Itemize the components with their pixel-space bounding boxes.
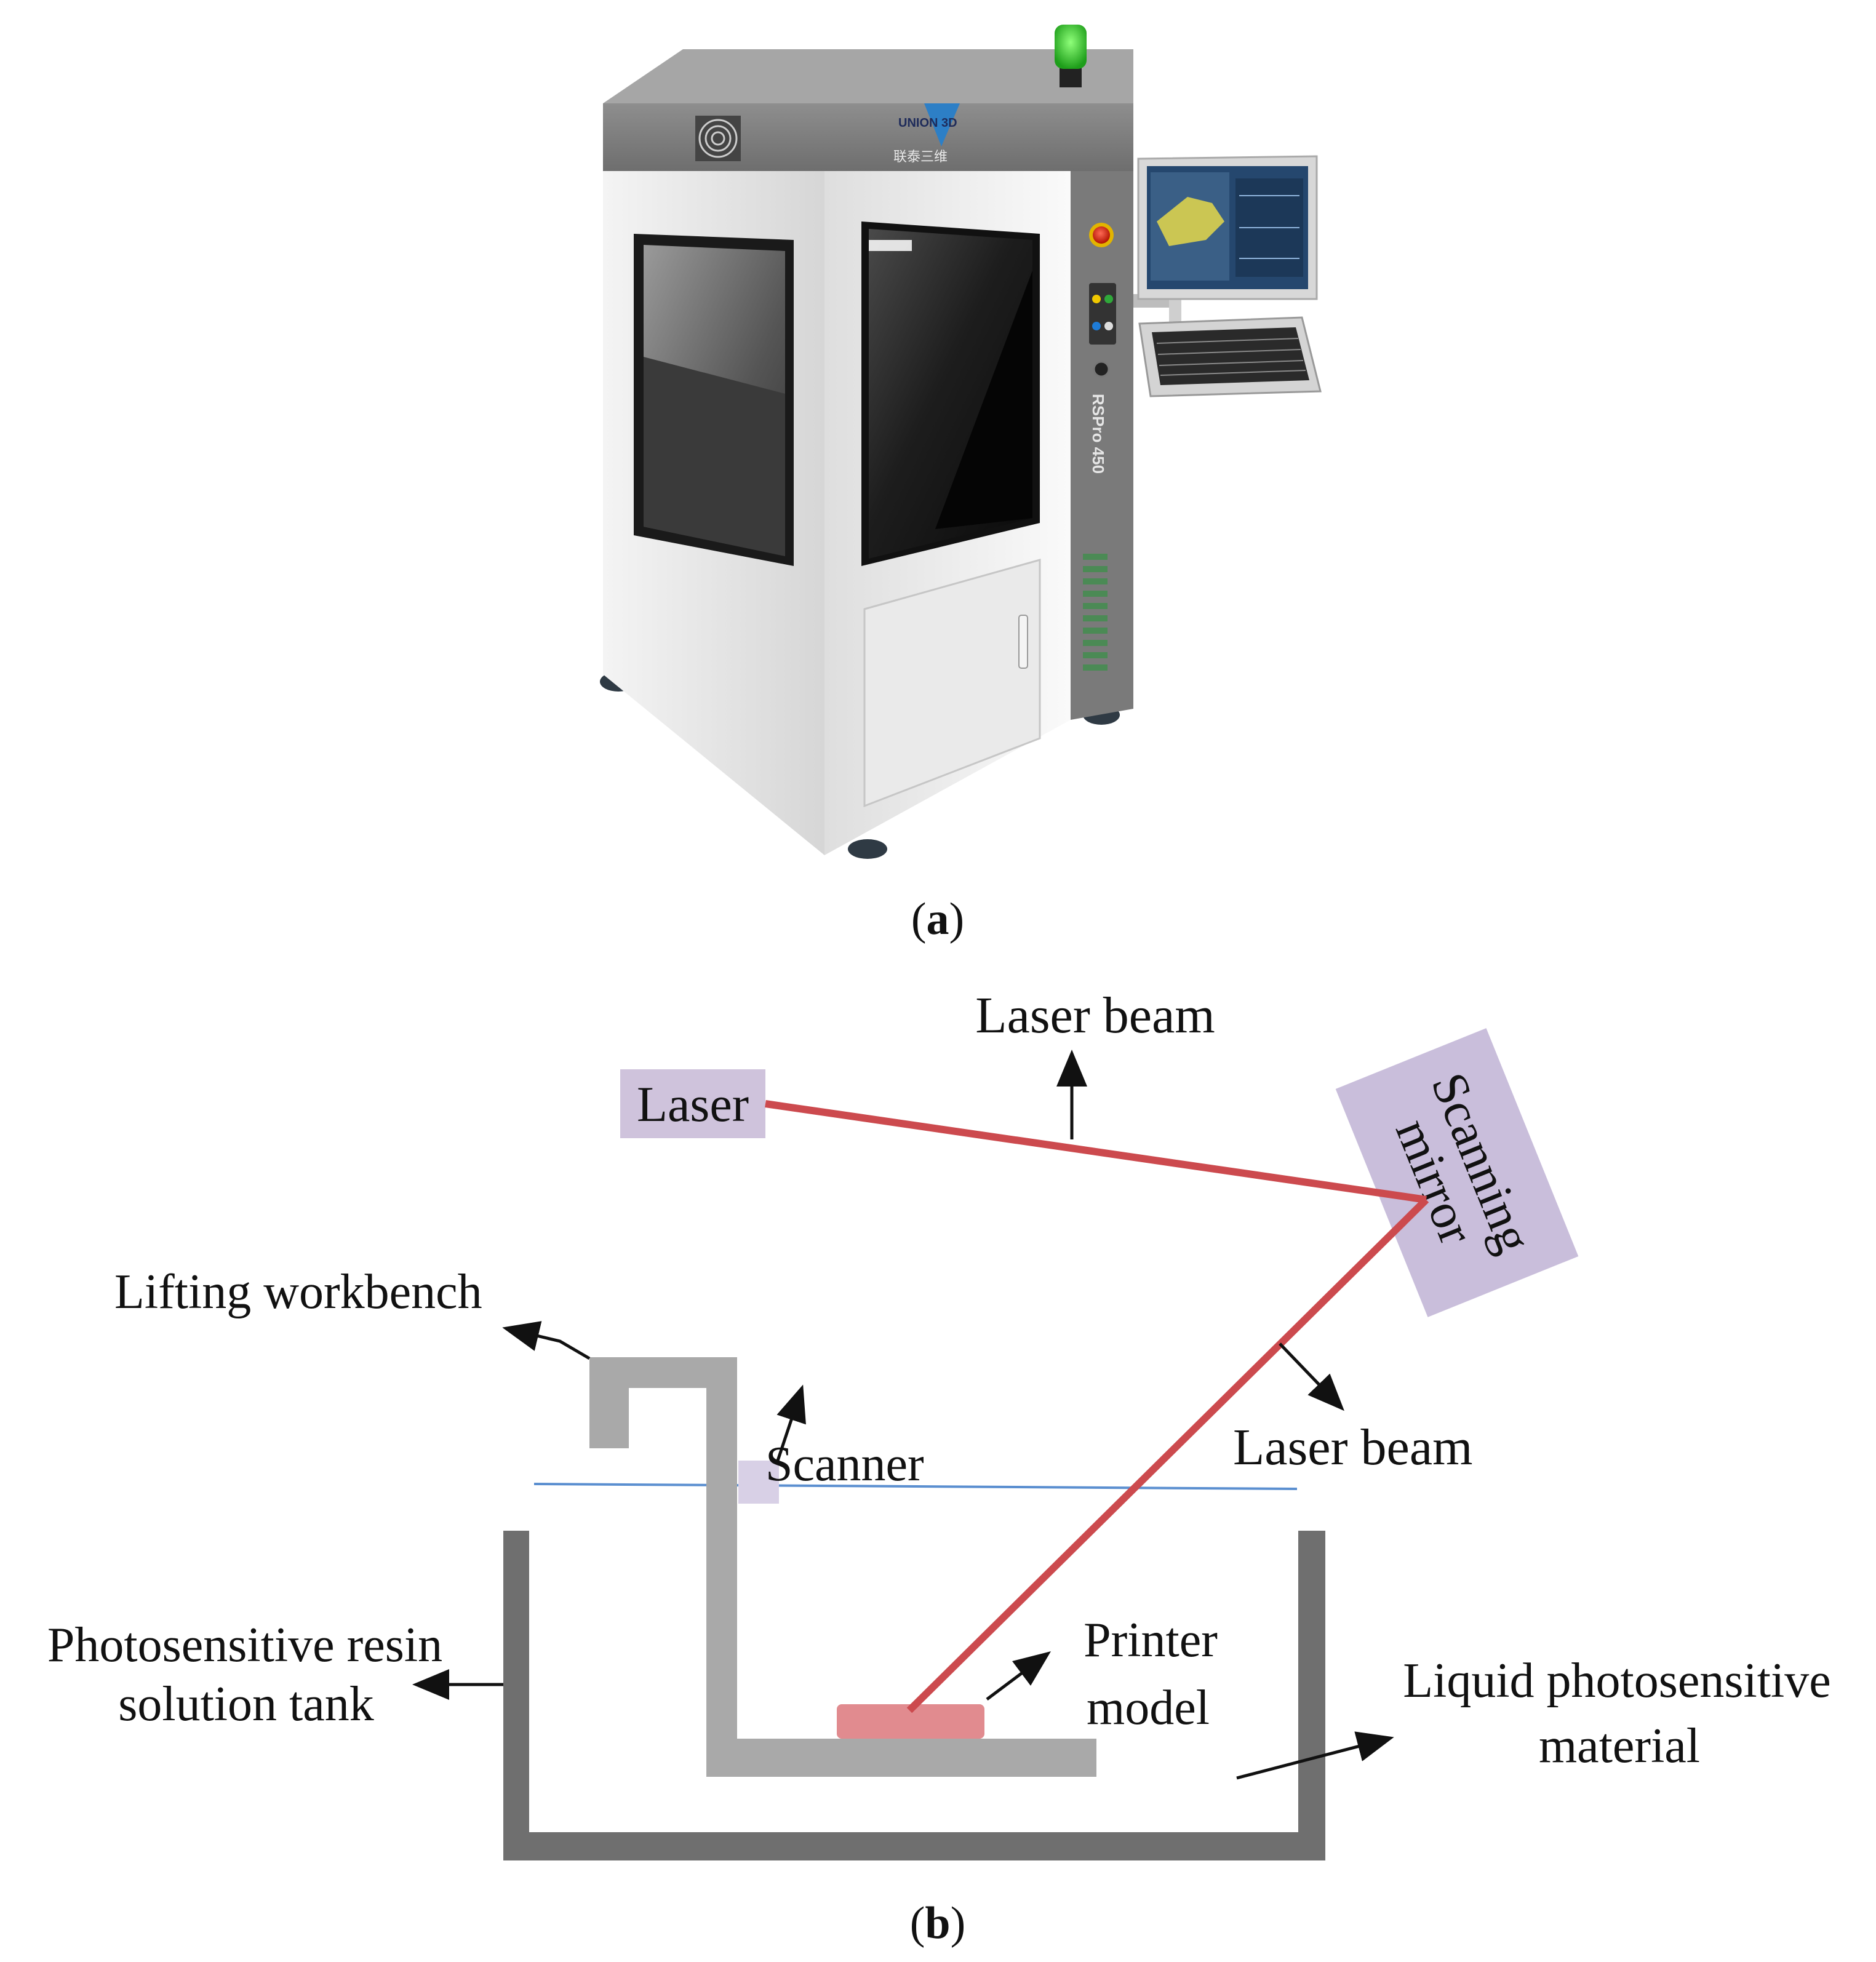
brand-logo: UNION 3D 联泰三维	[893, 103, 960, 164]
door-handle[interactable]	[1018, 615, 1028, 669]
laser-label: Laser	[637, 1076, 749, 1132]
scanner-block	[738, 1461, 779, 1504]
printer-model-block	[837, 1704, 984, 1739]
emergency-stop-button[interactable]	[1093, 226, 1110, 244]
liquid-label-line2: material	[1539, 1719, 1700, 1773]
sla-schematic: Laser Scanning mirror Laser beam Lifting…	[47, 987, 1831, 1860]
button-panel	[1089, 283, 1116, 345]
tank-label-line2: solution tank	[118, 1677, 374, 1731]
indicator-green-icon[interactable]	[1104, 295, 1113, 303]
fan-icon	[695, 116, 741, 161]
tank-right-wall	[1298, 1531, 1325, 1860]
front-lower-door	[863, 559, 1041, 808]
resin-surface-line	[533, 1483, 1298, 1490]
arrow-scanner	[776, 1384, 806, 1461]
tank-label-line1: Photosensitive resin	[47, 1618, 442, 1672]
scanner-label: Scanner	[765, 1437, 924, 1491]
brand-logo-text: UNION 3D	[898, 116, 957, 130]
brand-logo-cn: 联泰三维	[893, 149, 948, 164]
caption-a: (a)	[911, 894, 964, 944]
side-window	[634, 234, 794, 566]
laser-beam-top-label: Laser beam	[975, 987, 1215, 1044]
arrow-laser-beam-right	[1279, 1342, 1344, 1411]
laser-box	[620, 1069, 765, 1138]
arrow-printer-model	[986, 1651, 1051, 1701]
scanning-mirror: Scanning mirror	[1335, 1028, 1579, 1317]
model-name-label: RSPro 450	[1089, 394, 1108, 474]
machine-top-lid	[603, 49, 1133, 105]
printer-model-label-line2: model	[1087, 1681, 1210, 1735]
keyboard-tray[interactable]	[1138, 316, 1322, 397]
indicator-yellow-icon[interactable]	[1092, 295, 1101, 303]
liquid-label-line1: Liquid photosensitive	[1403, 1654, 1831, 1708]
lifting-workbench	[589, 1357, 1096, 1777]
indicator-white-icon[interactable]	[1104, 322, 1113, 330]
indicator-blue-icon[interactable]	[1092, 322, 1101, 330]
machine-top-head	[603, 103, 1133, 171]
control-monitor[interactable]	[1137, 155, 1318, 300]
tank-left-wall	[503, 1531, 529, 1860]
printer-model-label-line1: Printer	[1084, 1613, 1218, 1667]
laser-beam-diagonal	[906, 1197, 1429, 1713]
caption-b: (b)	[910, 1898, 965, 1948]
lifting-workbench-label: Lifting workbench	[114, 1265, 482, 1319]
laser-beam-right-label: Laser beam	[1233, 1419, 1472, 1476]
key-switch-icon[interactable]	[1093, 361, 1110, 378]
printer-illustration: UNION 3D 联泰三维	[600, 25, 1322, 859]
control-buttons: RSPro 450	[1083, 223, 1116, 671]
vent-icon	[1083, 554, 1108, 671]
laser-beam-horizontal	[765, 1100, 1427, 1203]
arrow-lifting-workbench	[502, 1321, 591, 1360]
keyboard[interactable]	[1152, 327, 1309, 385]
machine-foot	[848, 839, 887, 859]
front-window	[861, 221, 1040, 566]
status-lamp-icon	[1055, 25, 1087, 87]
arrow-liquid-material	[1236, 1731, 1394, 1780]
